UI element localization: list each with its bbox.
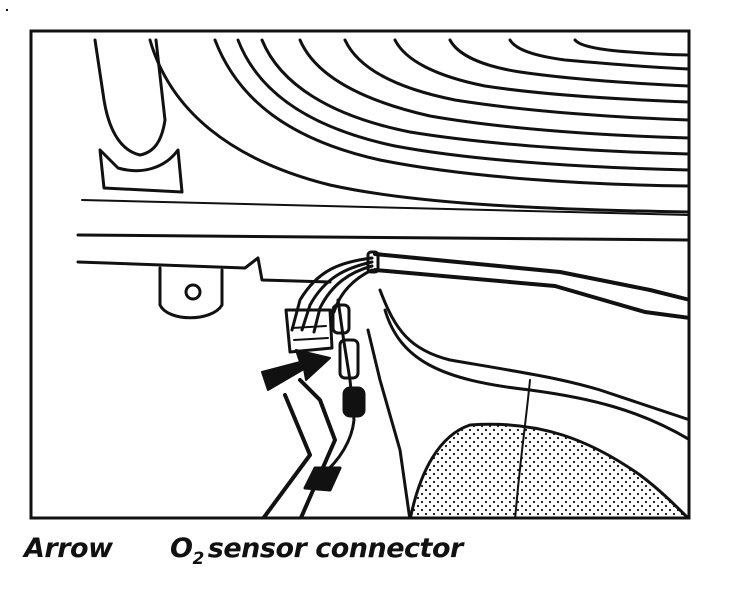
- wire-bundle: [290, 256, 374, 334]
- grommet-lower: [342, 386, 366, 418]
- caption-term: Arrow: [24, 533, 113, 564]
- stippled-pad: [408, 422, 689, 518]
- body-panel-curve: [378, 288, 689, 422]
- rail-edge: [81, 199, 689, 216]
- connector-clip: [291, 325, 329, 341]
- exhaust-pipe: [298, 378, 337, 518]
- grommet-middle: [338, 338, 360, 380]
- body-panel-curve-inner: [383, 308, 689, 442]
- exhaust-pipe-edge: [260, 393, 312, 518]
- harness-sleeve-lower: [373, 268, 689, 320]
- mounting-tab: [158, 266, 224, 320]
- harness-sleeve: [373, 252, 689, 302]
- left-strut: [93, 38, 167, 157]
- grommet-upper: [331, 303, 351, 335]
- caption-description-text: sensor connector: [207, 533, 464, 564]
- figure-frame: [29, 29, 691, 520]
- caption-o-letter: O: [170, 533, 193, 564]
- mounting-hole: [184, 283, 202, 301]
- left-strut-base: [98, 148, 184, 194]
- caption-subscript: 2: [192, 549, 204, 569]
- frame-rail-lower: [76, 256, 332, 284]
- corner-mark: [6, 9, 8, 11]
- pipe-band: [303, 466, 342, 492]
- connector-housing: [284, 308, 334, 354]
- body-panel-lower: [366, 328, 412, 518]
- frame-rail: [76, 233, 689, 242]
- tank-ribs: [148, 38, 689, 214]
- pointer-arrow: [261, 349, 331, 391]
